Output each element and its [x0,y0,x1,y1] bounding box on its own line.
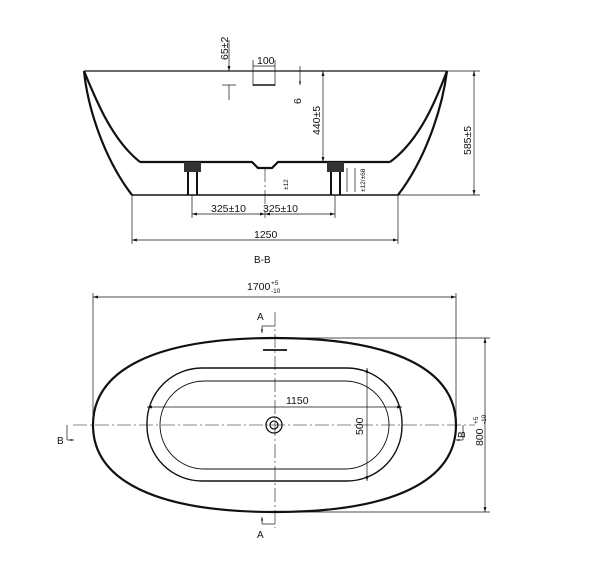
dim-rim-offset: 65±2 [219,37,231,60]
outer-shell-right [397,70,449,196]
dim-foot-right: 325±10 [263,203,298,215]
section-label: B-B [254,255,271,266]
dim-overall-length-tol-upper: +5 [271,280,279,287]
dim-inner-width: 500 [354,417,366,435]
foot-adj-right-label: ±12/±68 [360,168,367,192]
dim-foot-left: 325±10 [211,203,246,215]
dim-overall-width-tol-upper: +5 [473,416,480,424]
dim-overall-width-tol-lower: -10 [481,414,488,424]
right-foot-block [327,162,344,172]
inner-floor [140,160,390,170]
section-b-right-label: B [457,431,468,438]
plan-view: 1700 +5 -10 1150 500 800 +5 -10 A [57,280,490,541]
inner-basin-outer [146,367,403,482]
inner-shell-right [389,70,449,163]
dim-overall-length-tol-lower: -10 [271,288,281,295]
dim-overall-length: 1700 [247,281,271,293]
drain-outer-ring [265,416,283,434]
outer-shell-left [82,70,133,196]
dim-waste-width: 100 [257,55,275,67]
dim-base-width: 1250 [254,229,278,241]
dim-overall-width: 800 [474,428,486,446]
left-foot-block [184,162,201,172]
section-a-bottom-label: A [257,530,264,541]
dim-inner-depth: 440±5 [311,106,323,135]
dim-inner-length: 1150 [286,395,309,407]
dim-waste-depth: 6 [292,98,304,104]
drain-inner-ring [269,420,279,430]
dim-total-height: 585±5 [462,126,474,155]
foot-adj-left-label: ±12 [283,179,290,190]
section-b-left-label: B [57,436,64,447]
section-a-top-label: A [257,312,264,323]
section-view: ±12 ±12/±68 65±2 100 6 440±5 585±5 325±1… [82,37,480,266]
inner-shell-left [82,70,141,163]
